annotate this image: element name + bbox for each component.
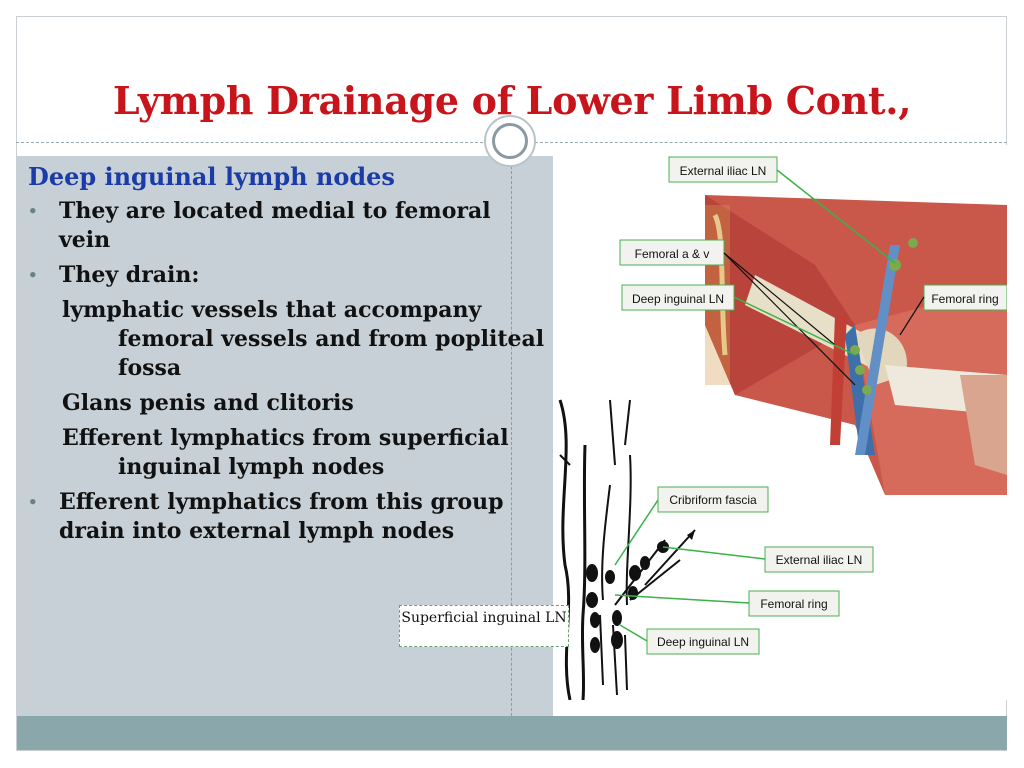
label-deep-inguinal-bottom: Deep inguinal LN	[657, 635, 749, 649]
anatomy-figure: External iliac LN Femoral a & v Deep ing…	[555, 145, 1007, 700]
section-heading: Deep inguinal lymph nodes	[28, 162, 395, 191]
bottom-figure-labels: Cribriform fascia External iliac LN Femo…	[614, 486, 874, 655]
label-femoral-av: Femoral a & v	[635, 247, 710, 261]
subitem-glans: Glans penis and clitoris	[62, 390, 354, 416]
bullet-drain: They drain:	[28, 261, 548, 290]
label-deep-inguinal-top: Deep inguinal LN	[632, 292, 724, 306]
label-cribriform: Cribriform fascia	[669, 493, 757, 507]
superficial-inguinal-callout: Superficial inguinal LN	[399, 605, 569, 647]
label-external-iliac: External iliac LN	[680, 164, 767, 178]
top-figure-labels: External iliac LN Femoral a & v Deep ing…	[619, 156, 1007, 386]
subitem-efferent: Efferent lymphatics from superficial ing…	[62, 425, 509, 480]
bullet-location: They are located medial to femoral vein	[28, 197, 548, 255]
text-content: Deep inguinal lymph nodes They are locat…	[28, 162, 548, 546]
decorative-circle-icon	[484, 115, 536, 167]
label-external-iliac-bottom: External iliac LN	[776, 553, 863, 567]
footer-bar	[17, 716, 1007, 750]
inguinal-region-illustration	[555, 145, 1007, 700]
panel-divider	[511, 156, 512, 716]
label-femoral-ring-bottom: Femoral ring	[760, 597, 827, 611]
bullet-efferent-group: Efferent lymphatics from this group drai…	[28, 488, 548, 546]
label-femoral-ring-top: Femoral ring	[931, 292, 998, 306]
lymph-flow-schematic	[558, 399, 696, 700]
subitem-lymphatic-vessels: lymphatic vessels that accompany femoral…	[62, 297, 545, 381]
